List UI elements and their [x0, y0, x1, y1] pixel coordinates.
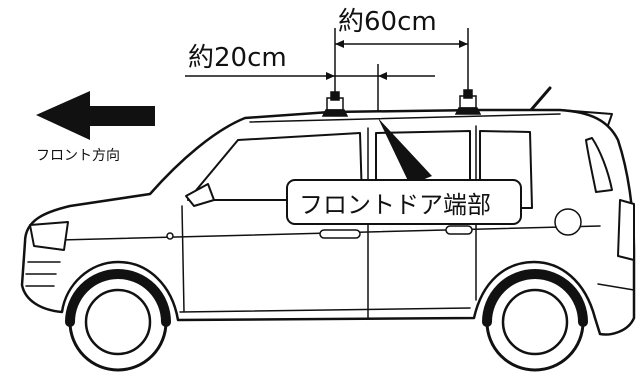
label-60cm: 約60cm [338, 7, 437, 37]
car-illustration [20, 86, 636, 372]
label-20cm: 約20cm [188, 43, 287, 73]
front-wheel [65, 269, 171, 372]
callout-pointer [378, 118, 432, 185]
front-direction-arrow [36, 91, 155, 140]
label-front-door-edge: フロントドア端部 [299, 191, 491, 219]
rear-wheel [482, 269, 588, 372]
dimension-arrowheads [326, 40, 468, 80]
callout-box: フロントドア端部 [286, 179, 522, 225]
carrier-foot-front [321, 91, 349, 117]
label-front-direction: フロント方向 [36, 148, 120, 164]
carrier-foot-rear [454, 89, 482, 115]
